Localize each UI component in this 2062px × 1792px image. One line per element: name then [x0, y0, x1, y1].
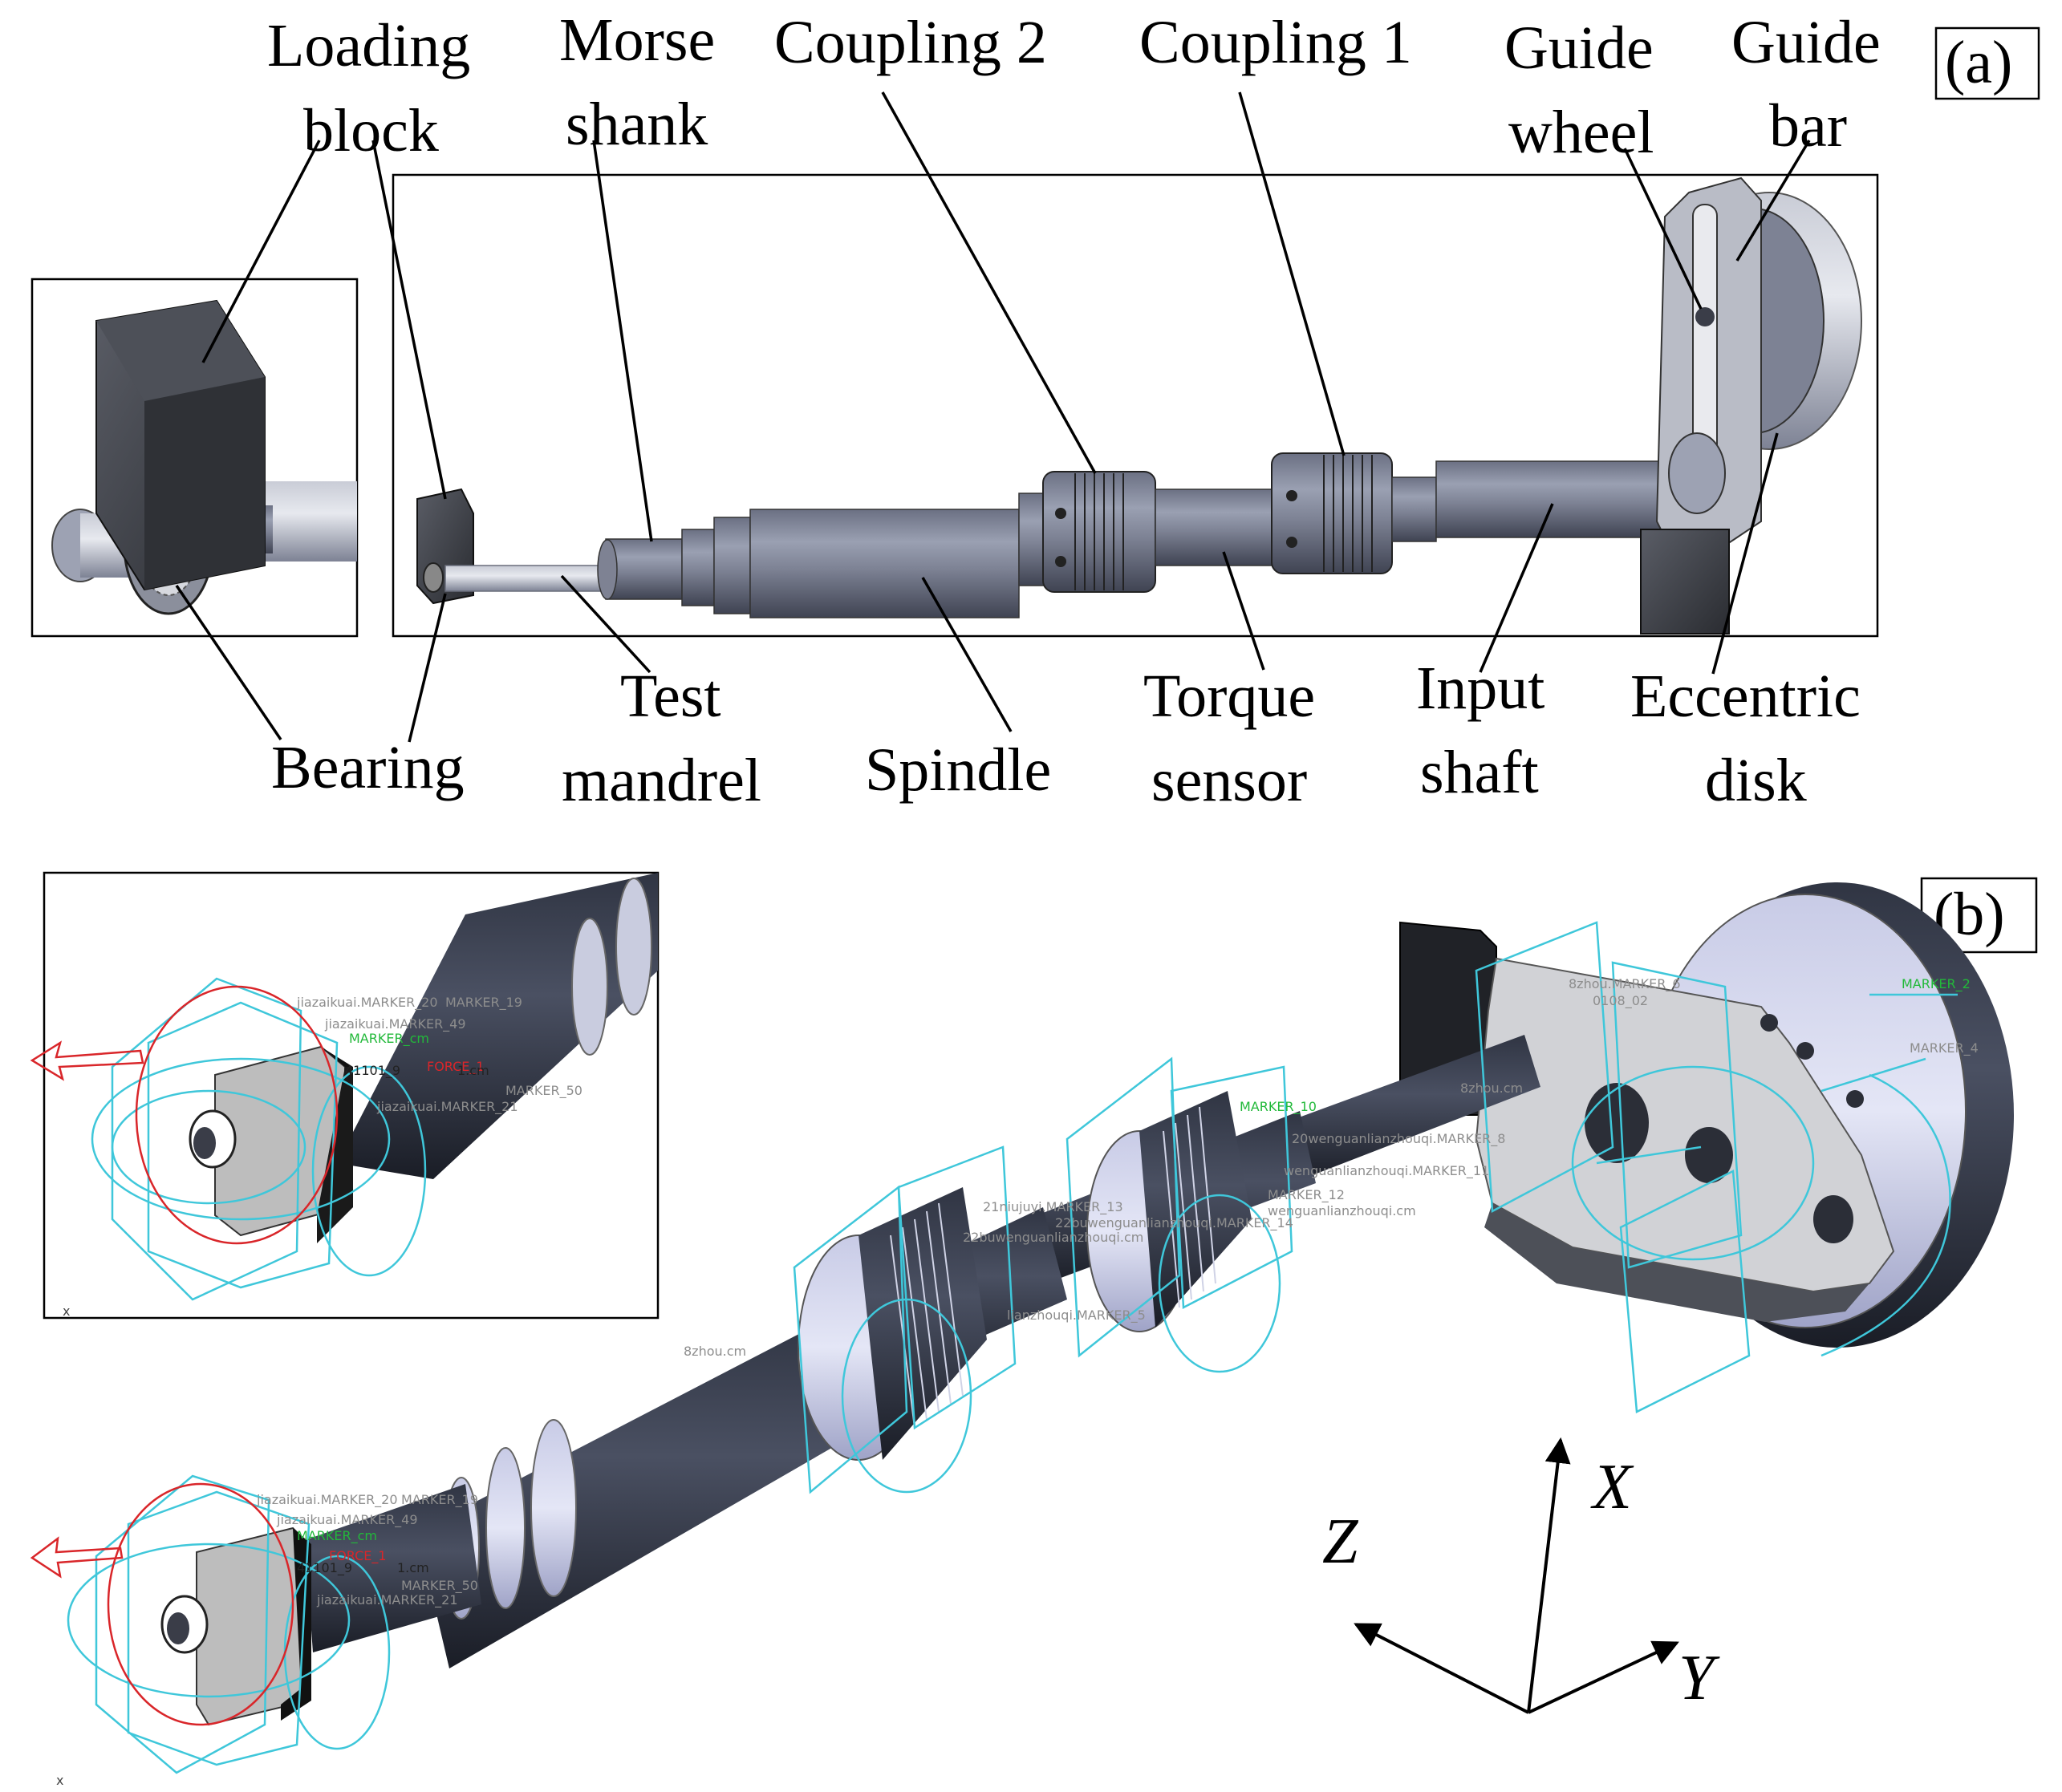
label-torque-sensor-1: Torque: [1143, 663, 1315, 730]
svg-text:FORCE_1: FORCE_1: [427, 1059, 485, 1075]
panel-a-main-frame: [392, 173, 1879, 638]
svg-text:MARKER_cm: MARKER_cm: [297, 1528, 377, 1544]
panel-b-marker-frames: [67, 921, 1958, 1774]
label-eccentric-disk-1: Eccentric: [1630, 663, 1861, 730]
svg-text:1.cm: 1.cm: [397, 1560, 429, 1575]
svg-text:MARKER_4: MARKER_4: [1910, 1040, 1979, 1056]
panel-b-axes: X Y Z: [1322, 1437, 1720, 1714]
axis-x-label: X: [1590, 1452, 1634, 1522]
svg-text:20wenguanlianzhouqi.MARKER_8: 20wenguanlianzhouqi.MARKER_8: [1292, 1131, 1505, 1147]
svg-text:MARKER_50: MARKER_50: [505, 1083, 582, 1099]
panel-a: (a): [30, 6, 2040, 814]
label-morse-shank-2: shank: [566, 91, 708, 158]
svg-text:1.cm: 1.cm: [457, 1063, 489, 1078]
panel-a-leader-lines: [175, 91, 1811, 743]
svg-text:21niujuyi.MARKER_13: 21niujuyi.MARKER_13: [983, 1199, 1123, 1215]
panel-b-inset-model: jiazaikuai.MARKER_20 MARKER_19 jiazaikua…: [30, 873, 658, 1301]
axis-y-label: Y: [1678, 1643, 1720, 1713]
svg-text:22buwenguanlianzhouqi.cm: 22buwenguanlianzhouqi.cm: [963, 1230, 1143, 1245]
svg-text:jiazaikuai.MARKER_21: jiazaikuai.MARKER_21: [316, 1592, 458, 1608]
svg-text:MARKER_19: MARKER_19: [401, 1492, 478, 1508]
label-test-mandrel-1: Test: [620, 663, 721, 730]
label-guide-bar-1: Guide: [1731, 9, 1881, 76]
svg-text:41101_9: 41101_9: [345, 1063, 400, 1079]
axis-x-arrow: [1527, 1437, 1571, 1713]
panel-a-assembly: [416, 176, 1862, 634]
svg-text:8zhou.cm: 8zhou.cm: [1460, 1080, 1523, 1096]
panel-b-near-marker-labels: jiazaikuai.MARKER_20 MARKER_19 jiazaikua…: [56, 1492, 478, 1788]
axis-y-arrow: [1528, 1640, 1679, 1714]
svg-text:0108_02: 0108_02: [1593, 993, 1648, 1009]
label-loading-block-2: block: [303, 97, 439, 164]
svg-text:x: x: [63, 1303, 70, 1319]
label-coupling-2: Coupling 2: [774, 9, 1047, 76]
label-guide-bar-2: bar: [1769, 92, 1847, 160]
svg-text:jiazaikuai.MARKER_20: jiazaikuai.MARKER_20: [296, 995, 438, 1011]
label-guide-wheel-2: wheel: [1508, 99, 1654, 166]
svg-text:8zhou.MARKER_6: 8zhou.MARKER_6: [1569, 976, 1681, 992]
svg-text:lianzhouqi.MARKER_5: lianzhouqi.MARKER_5: [1007, 1308, 1146, 1324]
panel-b-eccentric-assembly: [1399, 882, 2014, 1348]
svg-text:MARKER_50: MARKER_50: [401, 1578, 478, 1594]
svg-text:jiazaikuai.MARKER_49: jiazaikuai.MARKER_49: [324, 1016, 466, 1032]
svg-text:MARKER_12: MARKER_12: [1268, 1187, 1345, 1203]
svg-text:MARKER_19: MARKER_19: [445, 995, 522, 1011]
inset-loading-block: [51, 299, 357, 615]
svg-text:jiazaikuai.MARKER_49: jiazaikuai.MARKER_49: [276, 1512, 418, 1528]
label-coupling-1: Coupling 1: [1139, 9, 1412, 76]
panel-b-force-markers: [30, 1482, 294, 1726]
panel-b-loading-block: [160, 1526, 311, 1726]
label-guide-wheel-1: Guide: [1504, 14, 1654, 82]
label-input-shaft-1: Input: [1416, 655, 1544, 722]
panel-b: (b) x jiazaikuai.MARKER_20 MARKER: [30, 871, 2038, 1788]
svg-text:8zhou.cm: 8zhou.cm: [684, 1344, 746, 1359]
svg-text:MARKER_2: MARKER_2: [1902, 976, 1971, 992]
panel-b-right-marker-labels: 8zhou.MARKER_6 0108_02 MARKER_2 MARKER_4…: [684, 976, 1979, 1359]
axis-z-label: Z: [1322, 1506, 1359, 1577]
label-loading-block-1: Loading: [267, 12, 470, 79]
panel-a-labels: Loading block Morse shank Coupling 2 Cou…: [267, 6, 1881, 814]
label-spindle: Spindle: [865, 736, 1051, 804]
svg-text:jiazaikuai.MARKER_20: jiazaikuai.MARKER_20: [256, 1492, 398, 1508]
svg-text:x: x: [56, 1773, 63, 1788]
label-morse-shank-1: Morse: [559, 6, 715, 74]
label-torque-sensor-2: sensor: [1151, 747, 1307, 814]
panel-b-inset-frame: [43, 871, 660, 1320]
axis-z-arrow: [1354, 1623, 1529, 1714]
svg-text:MARKER_10: MARKER_10: [1240, 1099, 1317, 1115]
label-input-shaft-2: shaft: [1420, 739, 1539, 806]
panel-b-shaft-assembly: [305, 1035, 1540, 1668]
svg-text:FORCE_1: FORCE_1: [329, 1548, 387, 1564]
svg-text:wenguanlianzhouqi.cm: wenguanlianzhouqi.cm: [1268, 1203, 1416, 1218]
label-test-mandrel-2: mandrel: [562, 747, 761, 814]
panel-a-tag-box: [1934, 26, 2040, 100]
svg-text:22buwenguanlianzhouqi.MARKER_1: 22buwenguanlianzhouqi.MARKER_14: [1055, 1215, 1293, 1231]
svg-text:41101_9: 41101_9: [297, 1560, 352, 1576]
panel-a-tag: (a): [1945, 29, 2012, 96]
svg-text:jiazaikuai.MARKER_21: jiazaikuai.MARKER_21: [376, 1099, 518, 1115]
panel-a-inset-frame: [30, 278, 359, 638]
label-bearing: Bearing: [271, 734, 465, 801]
svg-text:MARKER_cm: MARKER_cm: [349, 1031, 429, 1047]
label-eccentric-disk-2: disk: [1705, 747, 1807, 814]
svg-text:wenguanlianzhouqi.MARKER_11: wenguanlianzhouqi.MARKER_11: [1284, 1163, 1489, 1179]
